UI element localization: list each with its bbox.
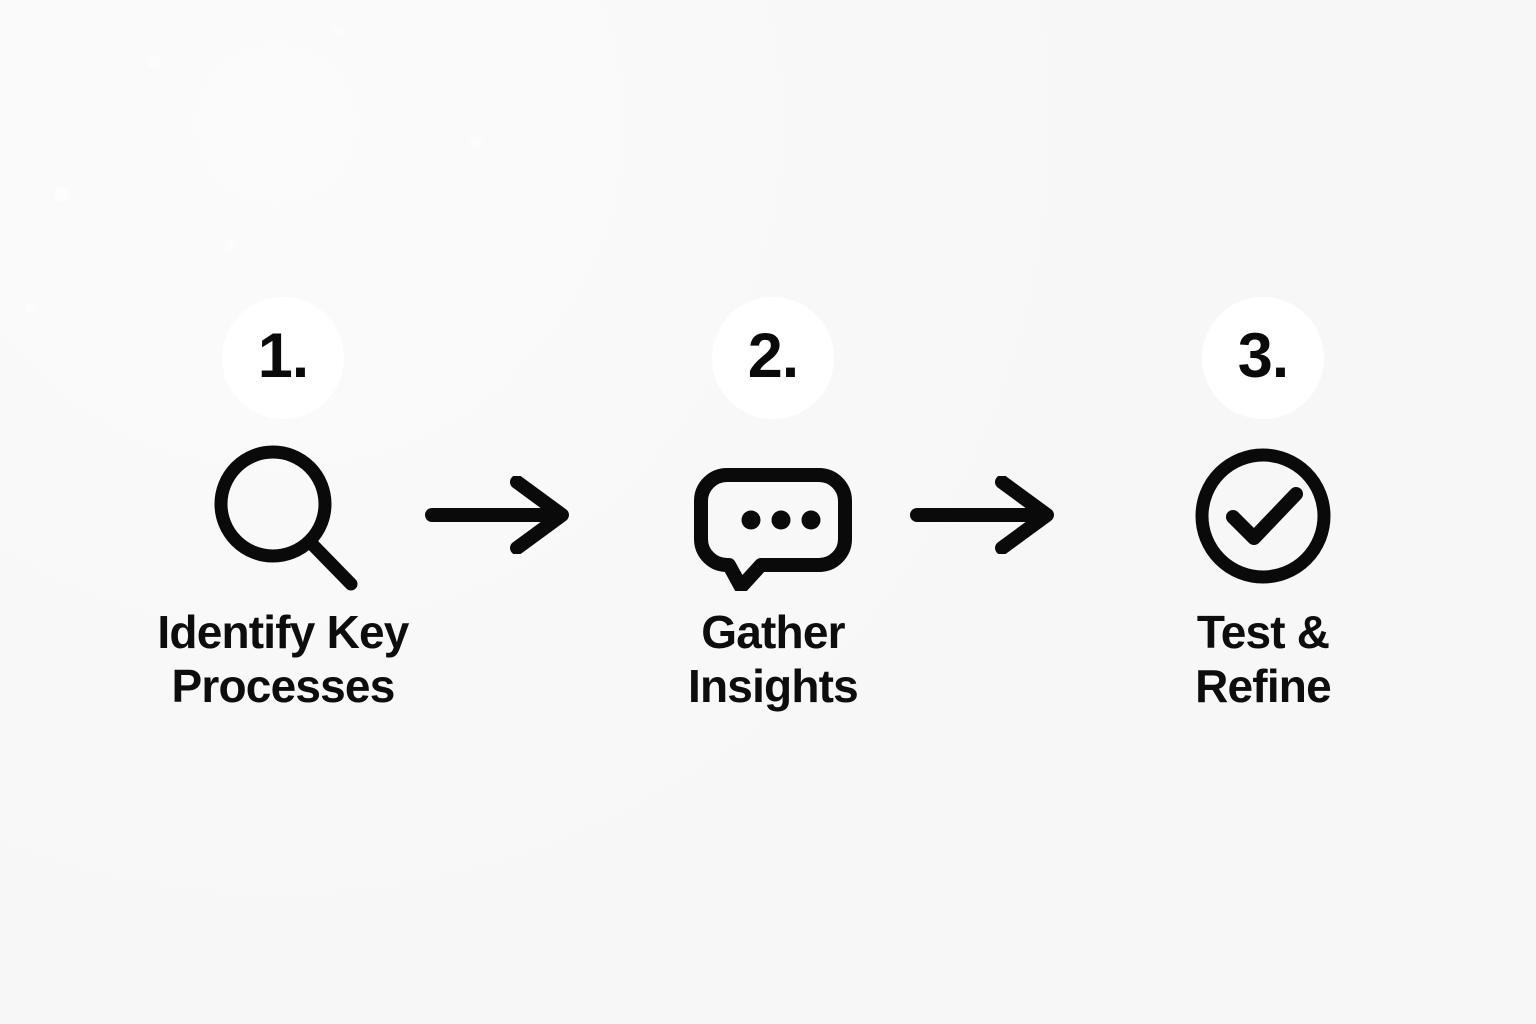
step-label-2-line1: Gather	[701, 606, 845, 658]
check-circle-icon	[1195, 448, 1331, 584]
step-number-badge-2: 2.	[712, 297, 834, 419]
process-step-2: 2. Gather Insights	[603, 280, 943, 714]
step-label-3: Test & Refine	[1093, 605, 1433, 714]
step-number-badge-1: 1.	[222, 297, 344, 419]
step-number-2: 2.	[747, 320, 800, 391]
step-number-3: 3.	[1237, 320, 1290, 391]
arrow-right-icon	[425, 476, 569, 554]
speech-bubble-dots-icon	[694, 468, 852, 591]
process-step-3: 3. Test & Refine	[1093, 280, 1433, 714]
magnifier-icon	[214, 445, 358, 591]
step-label-3-line2: Refine	[1195, 660, 1332, 713]
step-label-2: Gather Insights	[603, 605, 943, 714]
step-number-badge-3: 3.	[1202, 297, 1324, 419]
flow-connector-2	[905, 475, 1065, 555]
step-label-1-line2: Processes	[171, 660, 396, 713]
process-step-1: 1. Identify Key Processes	[113, 280, 453, 714]
flow-connector-1	[420, 475, 580, 555]
arrow-right-icon	[910, 476, 1054, 554]
step-icon-2	[603, 441, 943, 591]
step-icon-3	[1093, 441, 1433, 591]
step-label-1: Identify Key Processes	[113, 605, 453, 714]
step-label-2-line2: Insights	[688, 660, 859, 713]
step-icon-1	[113, 441, 453, 591]
step-label-1-line1: Identify Key	[157, 606, 409, 658]
step-number-1: 1.	[257, 320, 310, 391]
step-label-3-line1: Test &	[1196, 606, 1330, 658]
